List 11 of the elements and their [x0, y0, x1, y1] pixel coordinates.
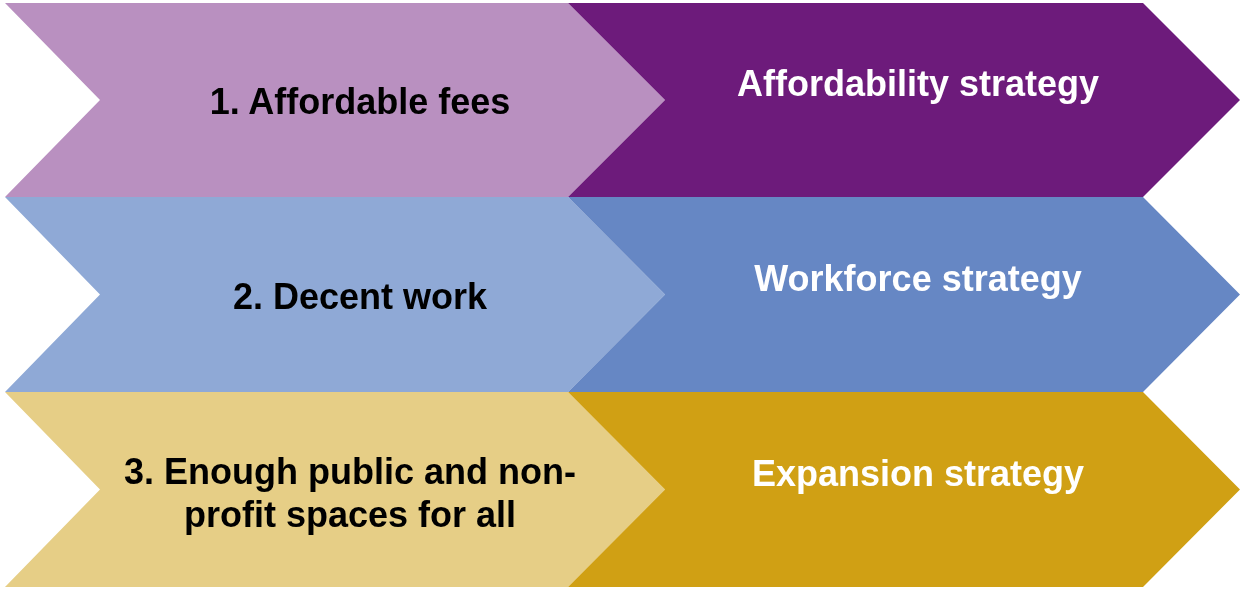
chevron-shape: [5, 197, 665, 392]
chevron-label: 3. Enough public and non-profit spaces for all: [123, 449, 577, 536]
chevron-label: 1. Affordable fees: [208, 80, 512, 124]
chevron-shape: [5, 392, 665, 587]
chevron-label: Affordability strategy: [735, 62, 1101, 106]
chevron-shape: [5, 3, 665, 197]
chevron-label: Workforce strategy: [753, 256, 1083, 300]
chevron-shape: [568, 197, 1240, 392]
chevron-shape: [568, 3, 1240, 197]
chevron-label: 2. Decent work: [231, 274, 489, 318]
chevron-label: Expansion strategy: [750, 451, 1086, 495]
